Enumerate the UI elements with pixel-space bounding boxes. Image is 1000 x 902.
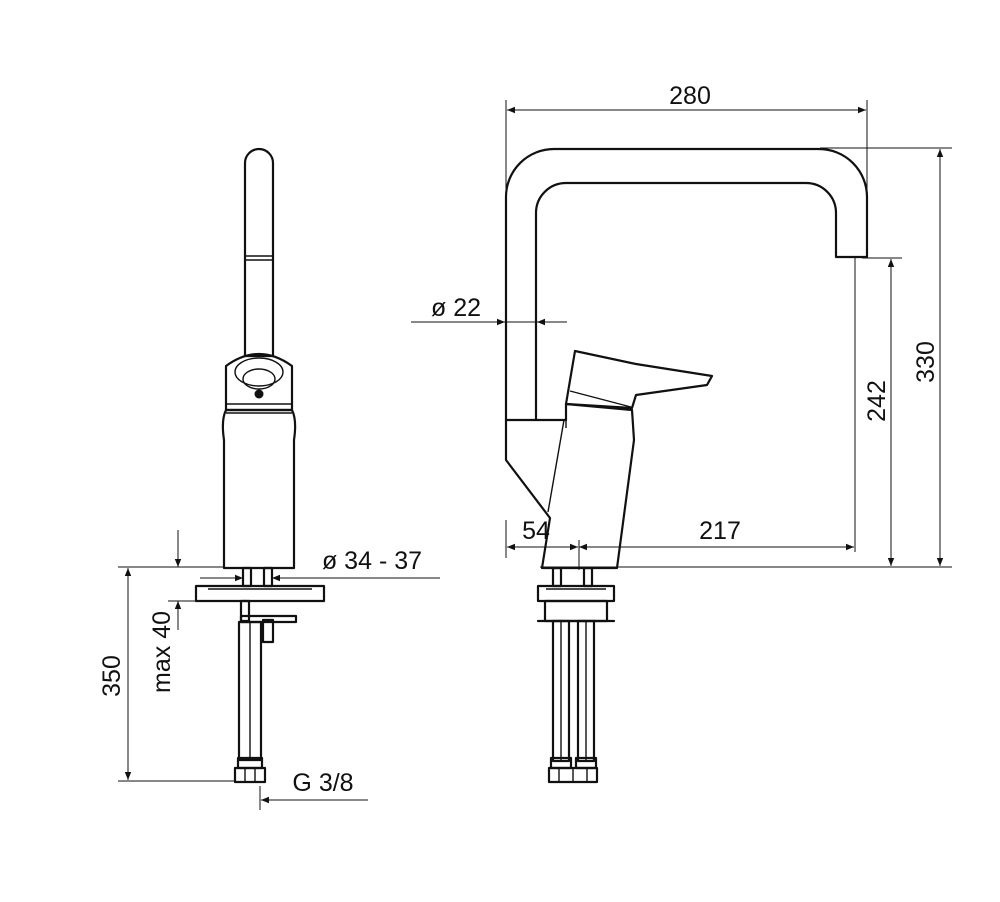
dim-label-330: 330: [912, 341, 940, 383]
front-clamp-nut: [239, 614, 298, 624]
side-body: [504, 402, 636, 570]
front-swivel-head: [224, 353, 294, 412]
side-mounting-plate: [536, 584, 616, 603]
dim-label-350: 350: [98, 655, 126, 697]
front-mounting-plate: [194, 584, 326, 603]
side-spout: [504, 147, 869, 422]
dim-label-280: 280: [669, 82, 711, 110]
front-hose-fitting: [233, 766, 267, 784]
dim-label-g38: G 3/8: [292, 769, 353, 797]
front-view: [194, 147, 326, 784]
dim-label-242: 242: [863, 380, 891, 422]
front-spout-tube: [243, 147, 275, 358]
dim-label-diameter-22: ø 22: [431, 294, 481, 322]
dimension-lines: [118, 100, 952, 810]
dim-label-diameter-34-37: ø 34 - 37: [322, 547, 422, 575]
dim-label-max-40: max 40: [148, 611, 176, 693]
dimension-labels: 280 330 242 217 54 ø 22 ø 34 - 37 max 40…: [98, 82, 940, 797]
front-aerator-dot: [254, 389, 264, 399]
side-view: [504, 147, 869, 784]
dim-label-217: 217: [699, 517, 741, 545]
side-lever-handle: [564, 349, 714, 410]
front-body: [221, 408, 297, 570]
dim-label-54: 54: [522, 517, 550, 545]
